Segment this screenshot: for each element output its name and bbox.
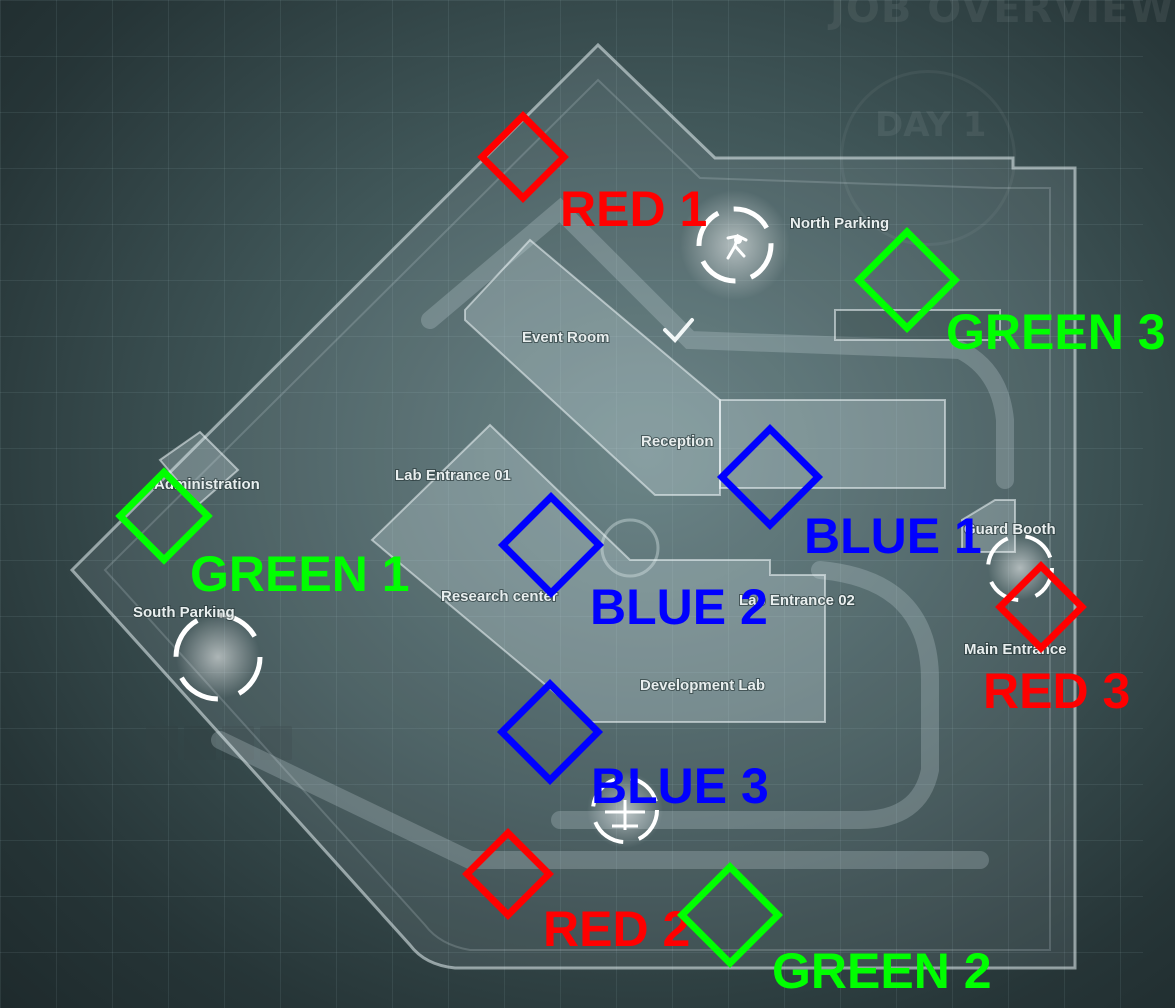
marker-red-3[interactable]: RED 3 [983,561,1130,719]
area-label-north-parking: North Parking [790,215,889,232]
marker-green-1[interactable]: GREEN 1 [115,467,410,602]
marker-blue-3-diamond [496,678,604,786]
marker-red-2-diamond [462,828,554,920]
guard-booth-building [961,499,1016,553]
north-parking-lot [834,309,1001,341]
roads [211,197,1014,869]
marker-red-3-diamond [995,561,1087,653]
area-label-lab-entrance-02: Lab Entrance 02 [739,592,855,609]
marker-green-1-label: GREEN 1 [190,546,410,602]
helicopter-drop-icon[interactable] [587,772,663,848]
area-labels: North Parking Event Room Reception Admin… [132,214,1068,695]
marker-blue-1[interactable]: BLUE 1 [716,423,982,564]
marker-blue-3[interactable]: BLUE 3 [496,678,769,814]
marker-blue-2-label: BLUE 2 [590,579,768,635]
roundabout [600,518,660,578]
marker-blue-3-label: BLUE 3 [591,758,769,814]
zone-ring-icon[interactable] [986,534,1054,602]
marker-blue-2[interactable]: BLUE 2 [497,491,768,635]
marker-green-3-diamond [853,226,961,334]
area-label-event-room: Event Room [522,329,610,346]
marker-green-3[interactable]: GREEN 3 [853,226,1166,360]
marker-red-2-label: RED 2 [543,901,690,957]
area-label-research-center: Research center [441,588,558,605]
marker-green-3-label: GREEN 3 [946,304,1166,360]
reception-annex [719,399,946,489]
spawn-markers[interactable]: RED 1 RED 2 RED 3 GREEN 1 GREEN 2 GREEN … [115,111,1166,999]
marker-blue-1-label: BLUE 1 [804,508,982,564]
marker-blue-2-diamond [497,491,605,599]
research-building [370,423,826,723]
faded-slot [146,726,178,760]
job-overview-heading: JOB OVERVIEW [830,0,1175,32]
faded-slot [184,726,216,760]
area-label-development-lab: Development Lab [640,677,765,694]
buildings [158,238,1016,723]
zone-ring-icon[interactable] [173,612,263,702]
event-room-building [464,238,721,496]
marker-green-2-diamond [676,861,784,969]
area-label-main-entrance: Main Entrance [964,641,1067,658]
marker-red-3-label: RED 3 [983,663,1130,719]
area-label-reception: Reception [641,433,714,450]
area-label-south-parking: South Parking [133,604,235,621]
marker-blue-1-diamond [716,423,824,531]
faded-slot [260,726,292,760]
checkmark-icon[interactable] [663,318,694,343]
area-label-lab-entrance-01: Lab Entrance 01 [395,467,511,484]
escape-running-man-icon[interactable] [680,190,790,300]
marker-red-1[interactable]: RED 1 [477,111,707,237]
day-label: DAY 1 [875,105,987,145]
marker-red-2[interactable]: RED 2 [462,828,690,957]
area-label-guard-booth: Guard Booth [964,521,1056,538]
marker-green-1-diamond [115,467,213,565]
marker-red-1-diamond [477,111,569,203]
marker-green-2-label: GREEN 2 [772,943,992,999]
marker-green-2[interactable]: GREEN 2 [676,861,992,999]
marker-red-1-label: RED 1 [560,181,707,237]
